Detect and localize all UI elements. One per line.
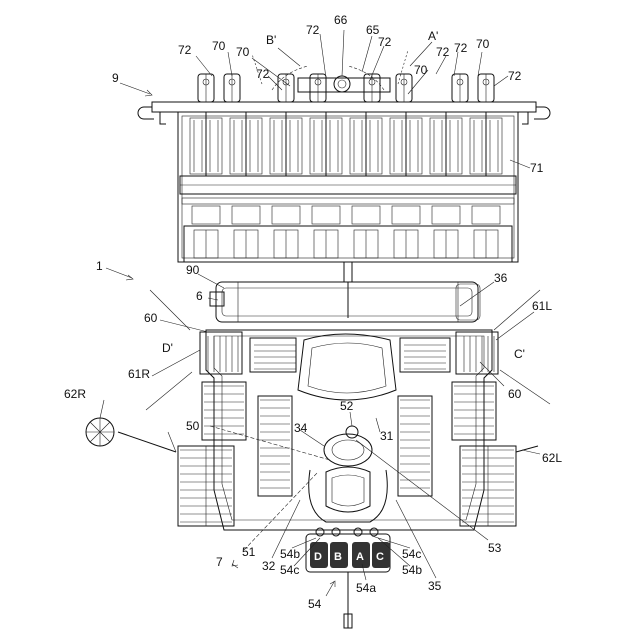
ref-72-c: 72 [306,23,320,37]
ref-D-prime: D' [162,341,173,355]
planting-unit [138,50,550,318]
ref-51: 51 [242,545,256,559]
ref-72-f: 72 [454,41,468,55]
float-row [184,226,512,262]
ref-70-c: 70 [414,63,428,77]
ref-36: 36 [494,271,508,285]
ref-C-prime: C' [514,347,525,361]
seat-35 [326,467,370,512]
button-b-label: B [334,551,342,563]
side-rack-left [202,382,246,440]
button-d-label: D [314,551,322,563]
ref-71: 71 [530,161,544,175]
ref-54b-left: 54b [280,547,300,561]
marker-arm [118,432,176,452]
ref-A-prime: A' [428,29,438,43]
ref-66: 66 [334,13,348,27]
button-a-label: A [356,551,364,563]
ref-53: 53 [488,541,502,555]
ref-9: 9 [112,71,119,85]
ref-54b-right: 54b [402,563,422,577]
seedling-tray-left [250,338,296,372]
ref-72-e: 72 [436,45,450,59]
ref-60-a: 60 [144,311,158,325]
ref-72-b: 72 [256,67,270,81]
ref-61R: 61R [128,367,150,381]
side-rack-right [452,382,496,440]
ref-50: 50 [186,419,200,433]
engine-hood-31 [298,334,396,400]
ref-52: 52 [340,399,354,413]
transverse-frame [152,102,536,112]
button-c-label: C [376,551,384,563]
ref-60-b: 60 [508,387,522,401]
ref-54c-left: 54c [280,563,299,577]
ref-7: 7 [216,555,223,569]
ref-6: 6 [196,289,203,303]
ref-72-d: 72 [378,35,392,49]
part-52 [346,426,358,438]
ref-72-a: 72 [178,43,192,57]
ref-32: 32 [262,559,276,573]
steering-wheel-34 [324,434,372,466]
ref-90: 90 [186,263,200,277]
leader-lines [100,30,540,596]
ref-B-prime: B' [266,33,276,47]
ref-70-d: 70 [476,37,490,51]
drive-shaft-housing [298,78,390,92]
body-frame [206,330,492,530]
ref-1: 1 [96,259,103,273]
ref-35: 35 [428,579,442,593]
floor-step-left [258,396,292,496]
ref-72-g: 72 [508,69,522,83]
ref-62L: 62L [542,451,562,465]
seedling-tray-right [400,338,450,372]
ref-31: 31 [380,429,394,443]
ref-54a: 54a [356,581,376,595]
ref-70-b: 70 [236,45,250,59]
vehicle-body [86,290,550,628]
ref-54c-right: 54c [402,547,421,561]
ref-54: 54 [308,597,322,611]
ref-34: 34 [294,421,308,435]
ref-70-a: 70 [212,39,226,53]
seedling-platform [178,112,518,262]
reference-labels: 9 72 70 70 72 B' 72 66 65 72 A' 72 70 72… [64,13,562,611]
ref-62R: 62R [64,387,86,401]
fertilizer-unit [210,282,480,322]
floor-step-right [398,396,432,496]
ref-61L: 61L [532,299,552,313]
